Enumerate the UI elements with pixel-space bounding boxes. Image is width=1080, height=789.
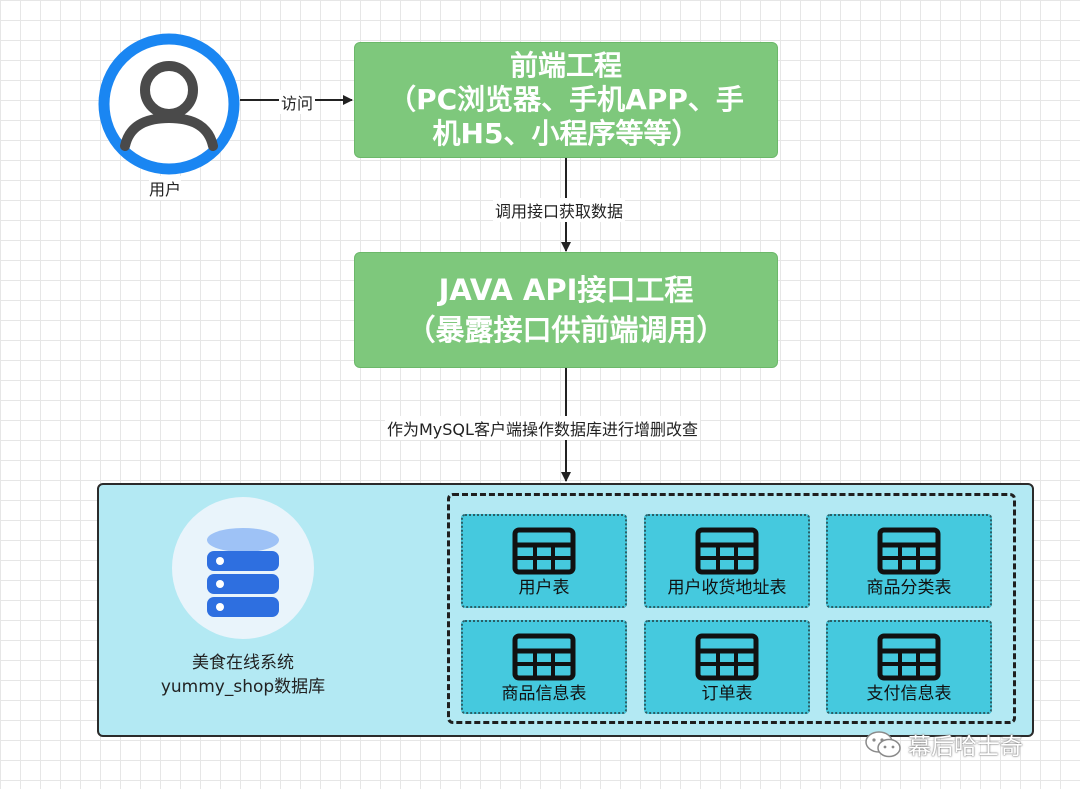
table-name: 支付信息表: [866, 684, 952, 704]
frontend-title: 前端工程: [509, 49, 622, 82]
visit-label: 访问: [279, 90, 316, 114]
table-name: 商品信息表: [501, 684, 587, 704]
table-order: 订单表: [644, 620, 810, 714]
table-icon: [695, 633, 759, 681]
table-name: 用户表: [518, 578, 570, 598]
table-icon: [877, 633, 941, 681]
frontend-line-2: （PC浏览器、手机APP、手: [388, 83, 744, 116]
wechat-icon: [865, 731, 901, 758]
frontend-line-3: 机H5、小程序等等）: [432, 117, 700, 150]
frontend-project-box: 前端工程 （PC浏览器、手机APP、手 机H5、小程序等等）: [354, 42, 778, 158]
api-subtitle: （暴露接口供前端调用）: [406, 313, 726, 347]
call-api-label: 调用接口获取数据: [493, 198, 626, 222]
table-icon: [877, 527, 941, 575]
table-name: 订单表: [701, 684, 753, 704]
table-icon: [695, 527, 759, 575]
api-title: JAVA API接口工程: [438, 273, 694, 307]
database-name-line2: yummy_shop数据库: [160, 677, 326, 697]
watermark-text: 幕后哈士奇: [908, 734, 1023, 760]
java-api-box: JAVA API接口工程 （暴露接口供前端调用）: [354, 252, 778, 368]
table-icon: [512, 527, 576, 575]
user-icon: [98, 33, 240, 175]
watermark: 幕后哈士奇: [864, 727, 1023, 761]
table-product-category: 商品分类表: [826, 514, 992, 608]
table-icon: [512, 633, 576, 681]
table-product-info: 商品信息表: [461, 620, 627, 714]
tables-group-frame: [447, 493, 1016, 724]
table-user-address: 用户收货地址表: [644, 514, 810, 608]
database-name-line1: 美食在线系统: [192, 653, 294, 673]
user-label: 用户: [149, 176, 182, 200]
table-user: 用户表: [461, 514, 627, 608]
database-icon: [172, 497, 314, 639]
table-name: 商品分类表: [866, 578, 952, 598]
table-payment-info: 支付信息表: [826, 620, 992, 714]
table-name: 用户收货地址表: [667, 578, 787, 598]
mysql-client-label: 作为MySQL客户端操作数据库进行增删改查: [385, 416, 700, 440]
